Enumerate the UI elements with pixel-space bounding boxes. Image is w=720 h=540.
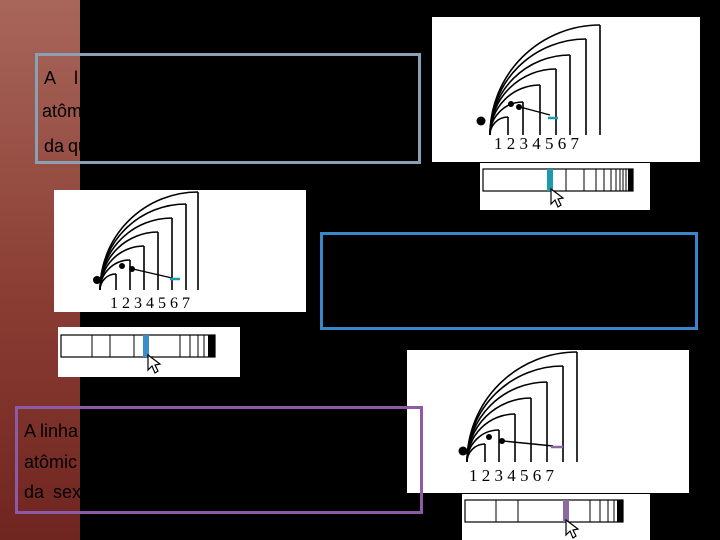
level-to-blue: segunda xyxy=(488,302,558,322)
color-word-teal: verde-azulada xyxy=(136,68,251,88)
atom-diagram-violet: 1 2 3 4 5 6 7 xyxy=(407,350,689,493)
cursor-arrow-icon xyxy=(565,518,580,539)
text-l: l xyxy=(74,68,78,88)
level-to-violet: segunda xyxy=(172,482,242,502)
level-from-teal: quarta xyxy=(68,136,120,156)
spectrum-bar-teal xyxy=(480,163,650,210)
level-numbers-label: 1 2 3 4 5 6 7 xyxy=(494,134,580,153)
color-word-blue: azul xyxy=(413,244,447,264)
level-from-blue: quinta xyxy=(359,302,409,322)
level-from-violet: sexta xyxy=(53,482,97,502)
frame-teal-line xyxy=(35,53,421,164)
level-to-teal: segunda xyxy=(200,136,270,156)
text-atomic-violet: atômic xyxy=(24,452,78,472)
nucleus-dot xyxy=(458,446,468,456)
spectrum-bar-violet xyxy=(462,494,650,540)
text-a-linha: A linha xyxy=(24,421,79,441)
nucleus-dot xyxy=(93,276,101,284)
text-da-teal: da xyxy=(44,136,65,156)
atom-diagram-teal: 1 2 3 4 5 6 7 xyxy=(432,17,700,162)
level-numbers-label: 1 2 3 4 5 6 7 xyxy=(469,466,555,485)
text-a: A xyxy=(44,68,57,88)
level-numbers-label: 1 2 3 4 5 6 7 xyxy=(110,295,190,312)
cursor-arrow-icon xyxy=(147,353,162,374)
text-da-violet: da xyxy=(24,482,45,502)
atom-diagram-blue: 1 2 3 4 5 6 7 xyxy=(54,190,306,312)
frame-blue-line xyxy=(320,232,698,330)
color-word-violet: violeta xyxy=(91,421,144,441)
cursor-arrow-icon xyxy=(550,187,565,208)
text-atom-teal: atôm xyxy=(42,101,83,121)
nucleus-dot xyxy=(476,116,486,126)
frame-violet-line xyxy=(15,406,423,514)
spectrum-bar-blue xyxy=(58,327,240,377)
